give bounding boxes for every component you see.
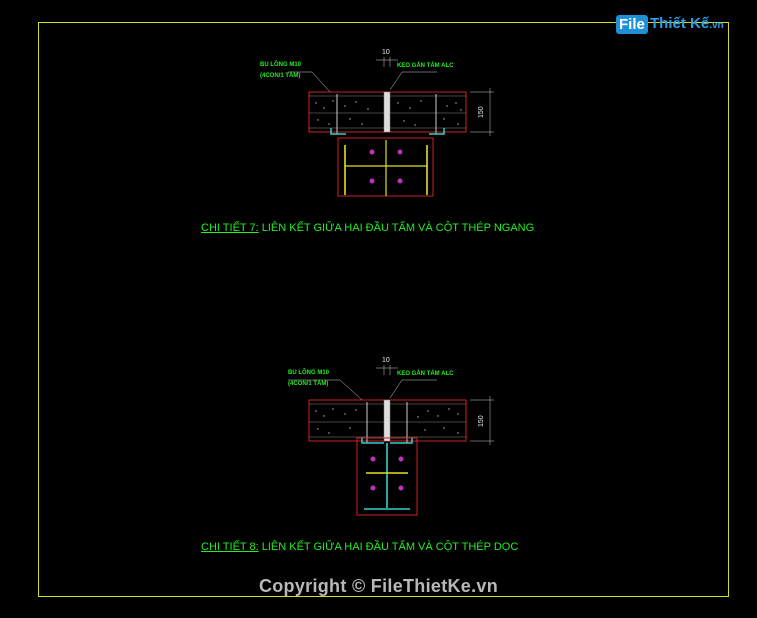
detail-8-bolt-note-1: BU LÔNG M10 (288, 370, 330, 376)
detail-7-dim-side: 150 (478, 106, 485, 118)
detail-8-glue-note: KEO GẮN TẤM ALC (397, 371, 454, 377)
detail-8-caption-label: CHI TIẾT 8: (201, 541, 259, 553)
detail-7-caption: CHI TIẾT 7: LIÊN KẾT GIỮA HAI ĐẦU TẤM VÀ… (201, 222, 534, 234)
detail-8-dim-side: 150 (478, 415, 485, 427)
slab-7-hatch (315, 100, 462, 126)
detail-7-drawing (288, 57, 494, 197)
brand-logo[interactable]: File Thiết Kế.vn (616, 12, 728, 40)
detail-8-dim-top: 10 (382, 357, 390, 364)
detail-7-glue-note: KEO GẮN TẤM ALC (397, 63, 454, 69)
logo-name: Thiết Kế.vn (650, 15, 724, 32)
logo-tld: .vn (709, 20, 724, 31)
detail-7-bolt-note-2: (4CON/1 TẤM) (260, 73, 301, 79)
detail-8-caption-text: LIÊN KẾT GIỮA HAI ĐẦU TẤM VÀ CỘT THÉP DỌ… (261, 541, 519, 553)
logo-name-text: Thiết Kế (650, 15, 710, 32)
logo-file-badge: File (616, 15, 648, 34)
detail-7-caption-text: LIÊN KẾT GIỮA HAI ĐẦU TẤM VÀ CỘT THÉP NG… (261, 222, 535, 234)
drawing-frame (38, 22, 729, 597)
detail-7-bolt-note-1: BU LÔNG M10 (260, 62, 302, 68)
detail-8-drawing (288, 365, 494, 516)
detail-8-bolt-note-2: (4CON/1 TẤM) (288, 381, 329, 387)
column-8 (356, 437, 418, 516)
copyright-watermark: Copyright © FileThietKe.vn (258, 576, 499, 596)
bolt-heads-7 (369, 149, 403, 184)
detail-7-dim-top: 10 (382, 49, 390, 56)
detail-7-caption-label: CHI TIẾT 7: (201, 222, 259, 234)
bolt-heads-8 (370, 456, 404, 491)
slab-8-hatch (315, 408, 459, 434)
detail-8-caption: CHI TIẾT 8: LIÊN KẾT GIỮA HAI ĐẦU TẤM VÀ… (201, 541, 518, 553)
